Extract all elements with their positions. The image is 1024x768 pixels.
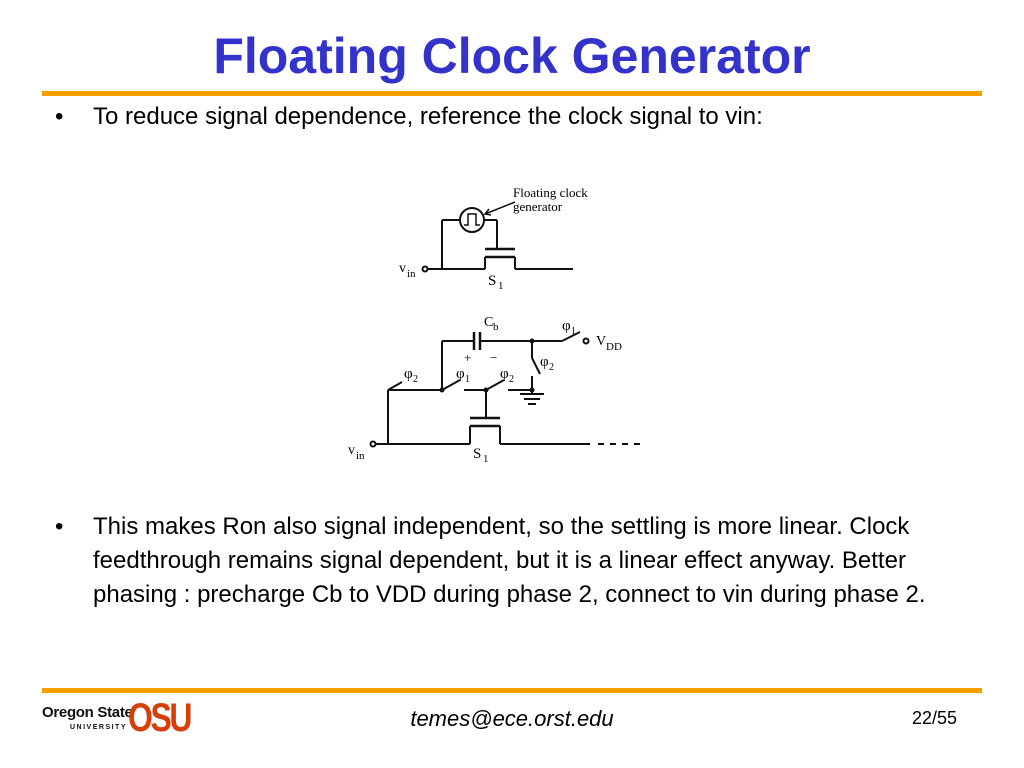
vin-label: v: [399, 261, 406, 276]
cap-subscript: b: [493, 321, 499, 333]
logo-name: Oregon State: [42, 704, 133, 721]
phi1-mid-switch: [441, 379, 461, 391]
vdd-label: V: [596, 334, 606, 349]
vin-label-bottom: v: [348, 443, 355, 458]
bullet-text: To reduce signal dependence, reference t…: [93, 103, 763, 130]
title-rule: [42, 91, 982, 96]
phi1-mid-sub: 1: [465, 374, 470, 385]
phi1-mid-label: φ: [456, 366, 465, 382]
phi2-mid-switch: [485, 379, 505, 391]
bullet-marker: •: [55, 103, 64, 130]
phi2-mid-sub: 2: [509, 374, 514, 385]
bullet-2: • This makes Ron also signal independent…: [55, 510, 975, 612]
bullet-text: This makes Ron also signal independent, …: [93, 513, 926, 608]
phi2-left-label: φ: [404, 366, 413, 382]
page-number: 22/55: [912, 708, 958, 728]
switch-label-bottom: S: [473, 446, 481, 462]
clock-generator-label: Floating clock: [513, 185, 588, 200]
bootstrap-switch-circuit: C b + − φ 1 V DD φ 2 φ 1 φ 2 φ 2 v in S …: [348, 315, 640, 465]
switch-label: S: [488, 273, 496, 289]
phi2-ground-switch: [531, 357, 541, 375]
phi1-vdd-switch: [561, 331, 581, 342]
phi2-right-label: φ: [540, 354, 549, 370]
phi2-mid-label: φ: [500, 366, 509, 382]
footer-rule: [42, 688, 982, 693]
switch-subscript: 1: [498, 280, 504, 292]
logo-mark: OSU: [128, 696, 193, 740]
clock-generator-symbol: [459, 207, 485, 233]
phi1-vdd-label: φ: [562, 318, 571, 334]
cap-plus: +: [464, 350, 471, 365]
vin-subscript: in: [407, 268, 416, 280]
phi2-left-switch: [387, 381, 403, 391]
cap-minus: −: [490, 350, 497, 365]
phi1-vdd-sub: 1: [571, 326, 576, 337]
phi2-right-sub: 2: [549, 362, 554, 373]
bullet-marker: •: [55, 513, 64, 540]
logo-sub: UNIVERSITY: [70, 724, 128, 731]
vin-subscript-bottom: in: [356, 450, 365, 462]
bullet-1: • To reduce signal dependence, reference…: [55, 100, 975, 134]
footer-email: temes@ece.orst.edu: [410, 706, 614, 731]
phi2-left-sub: 2: [413, 374, 418, 385]
cap-label: C: [484, 315, 493, 330]
vdd-subscript: DD: [606, 341, 622, 353]
clock-generator-label-2: generator: [513, 199, 563, 214]
slide-title: Floating Clock Generator: [213, 28, 811, 84]
switch-subscript-bottom: 1: [483, 453, 489, 465]
floating-clock-circuit: Floating clock generator v in S 1: [399, 185, 588, 292]
